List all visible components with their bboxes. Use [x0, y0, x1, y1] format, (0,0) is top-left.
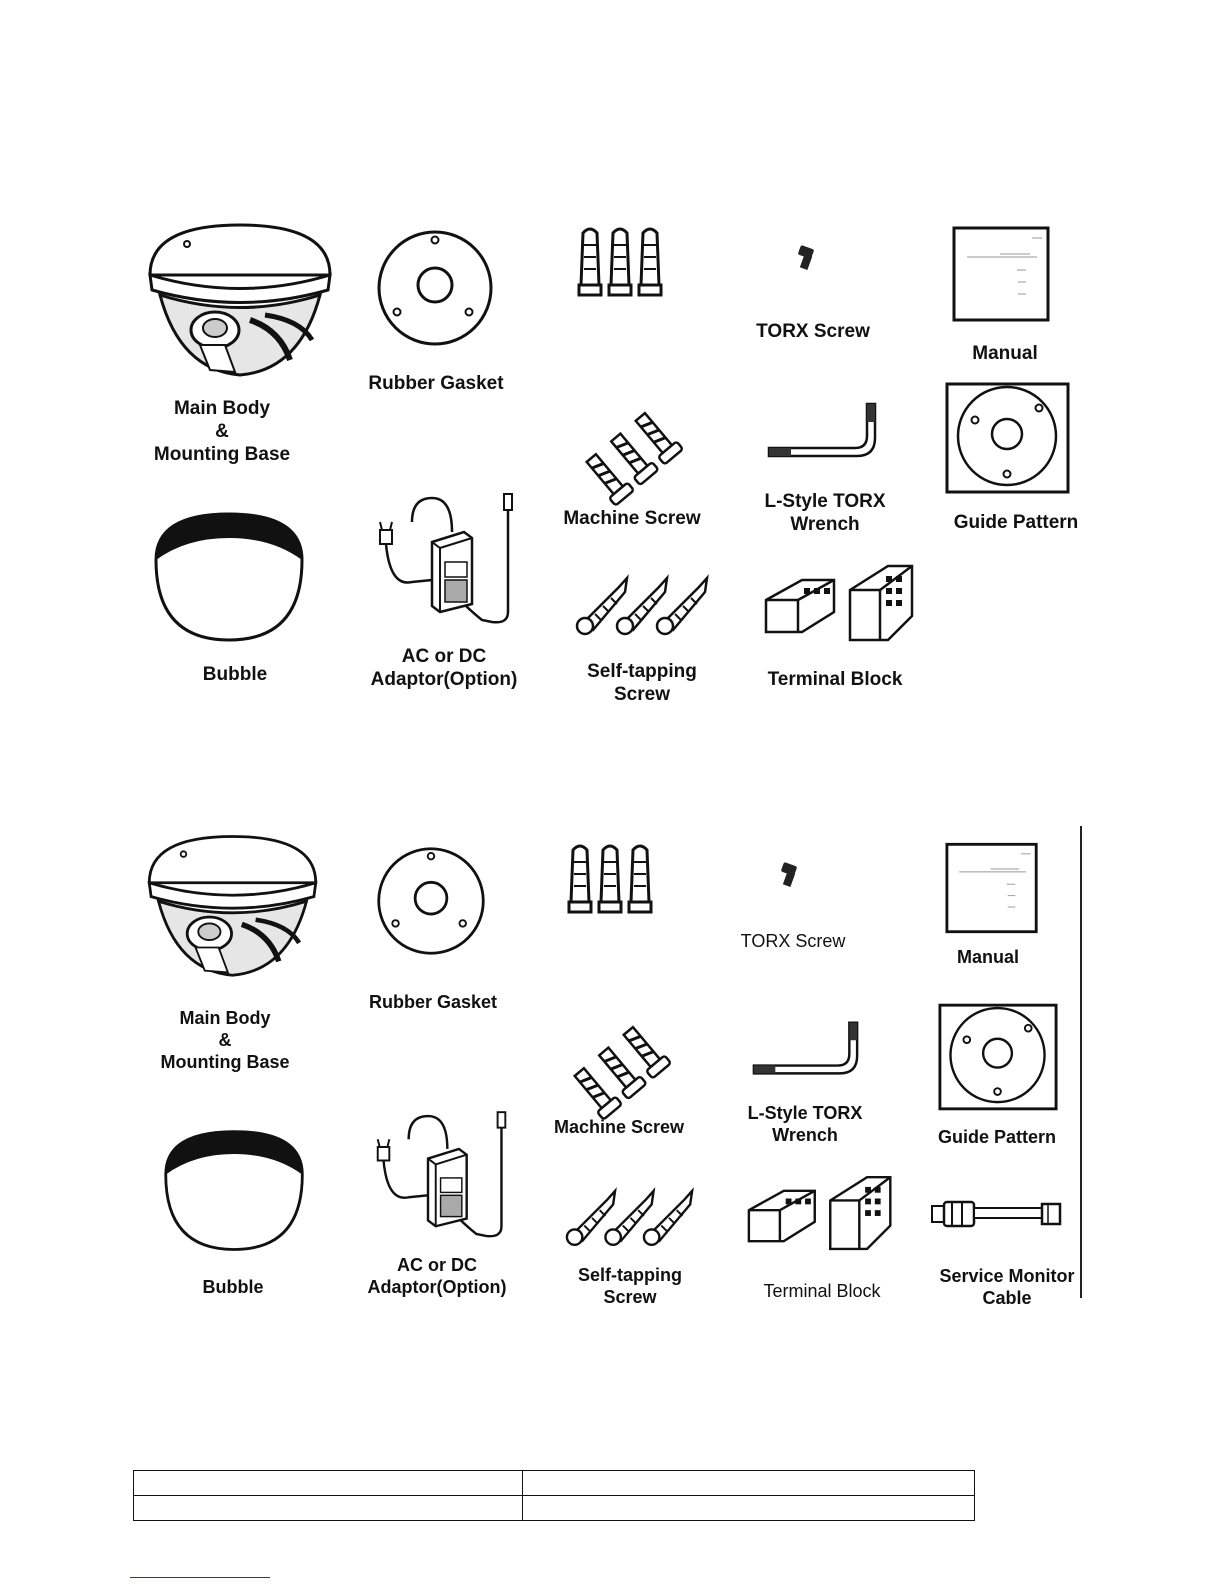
- main-body-label: Main Body&Mounting Base: [160, 1008, 290, 1072]
- l-wrench-illustration: [752, 1021, 859, 1075]
- power-adaptor-illustration: [376, 1111, 507, 1238]
- table-cell: [133, 1495, 523, 1521]
- l-wrench-illustration: [767, 402, 877, 458]
- machine-screws-illustration: [584, 411, 683, 506]
- torx-screw-illustration: [781, 862, 797, 887]
- self-tapping-screws-illustration: [565, 1187, 694, 1247]
- footer-table: [133, 1470, 975, 1521]
- terminal-blocks-illustration: [764, 564, 914, 642]
- machine-screw-label: Machine Screw: [563, 508, 701, 529]
- guide-pattern-label: Guide Pattern: [937, 1127, 1057, 1147]
- table-cell: [522, 1495, 975, 1521]
- package-contents-panel-1: Main Body&Mounting Base Rubber Gasket TO…: [0, 0, 1225, 740]
- package-contents-panel-2: Main Body&Mounting Base Rubber Gasket TO…: [0, 820, 1225, 1380]
- terminal-block-label: Terminal Block: [767, 669, 903, 690]
- dome-camera-illustration: [147, 835, 318, 977]
- bubble-illustration: [154, 512, 304, 642]
- guide-pattern-label: Guide Pattern: [953, 512, 1079, 533]
- dome-camera-illustration: [148, 223, 332, 377]
- table-row: [133, 1495, 975, 1521]
- main-body-label: Main Body&Mounting Base: [153, 398, 291, 465]
- manual-label: Manual: [956, 947, 1020, 967]
- table-cell: [522, 1470, 975, 1496]
- torx-screw-label: TORX Screw: [740, 931, 846, 951]
- bubble-label: Bubble: [202, 1277, 264, 1297]
- torx-screw-illustration: [798, 245, 814, 270]
- terminal-block-label: Terminal Block: [763, 1281, 881, 1301]
- manual-illustration: [945, 842, 1038, 934]
- rubber-gasket-label: Rubber Gasket: [368, 373, 504, 394]
- terminal-blocks-illustration: [747, 1176, 892, 1251]
- service-monitor-cable-illustration: [931, 1200, 1062, 1228]
- bubble-illustration: [164, 1130, 304, 1251]
- torx-screw-label: TORX Screw: [756, 321, 870, 342]
- rubber-gasket-illustration: [377, 847, 485, 955]
- rubber-gasket-label: Rubber Gasket: [368, 992, 498, 1012]
- machine-screws-illustration: [572, 1025, 671, 1120]
- table-cell: [133, 1470, 523, 1496]
- footer-link-underline: [130, 1577, 270, 1578]
- table-row: [133, 1470, 975, 1496]
- wall-anchors-illustration: [577, 227, 663, 297]
- manual-illustration: [952, 226, 1050, 322]
- power-adaptor-illustration: [379, 493, 513, 624]
- machine-screw-label: Machine Screw: [553, 1117, 685, 1137]
- panel-border-line: [1080, 826, 1082, 1298]
- manual-label: Manual: [972, 343, 1038, 364]
- guide-pattern-illustration: [938, 1003, 1058, 1111]
- guide-pattern-illustration: [945, 382, 1070, 494]
- wall-anchors-illustration: [567, 844, 653, 914]
- rubber-gasket-illustration: [377, 230, 493, 346]
- self-tapping-screws-illustration: [575, 574, 709, 636]
- bubble-label: Bubble: [202, 664, 268, 685]
